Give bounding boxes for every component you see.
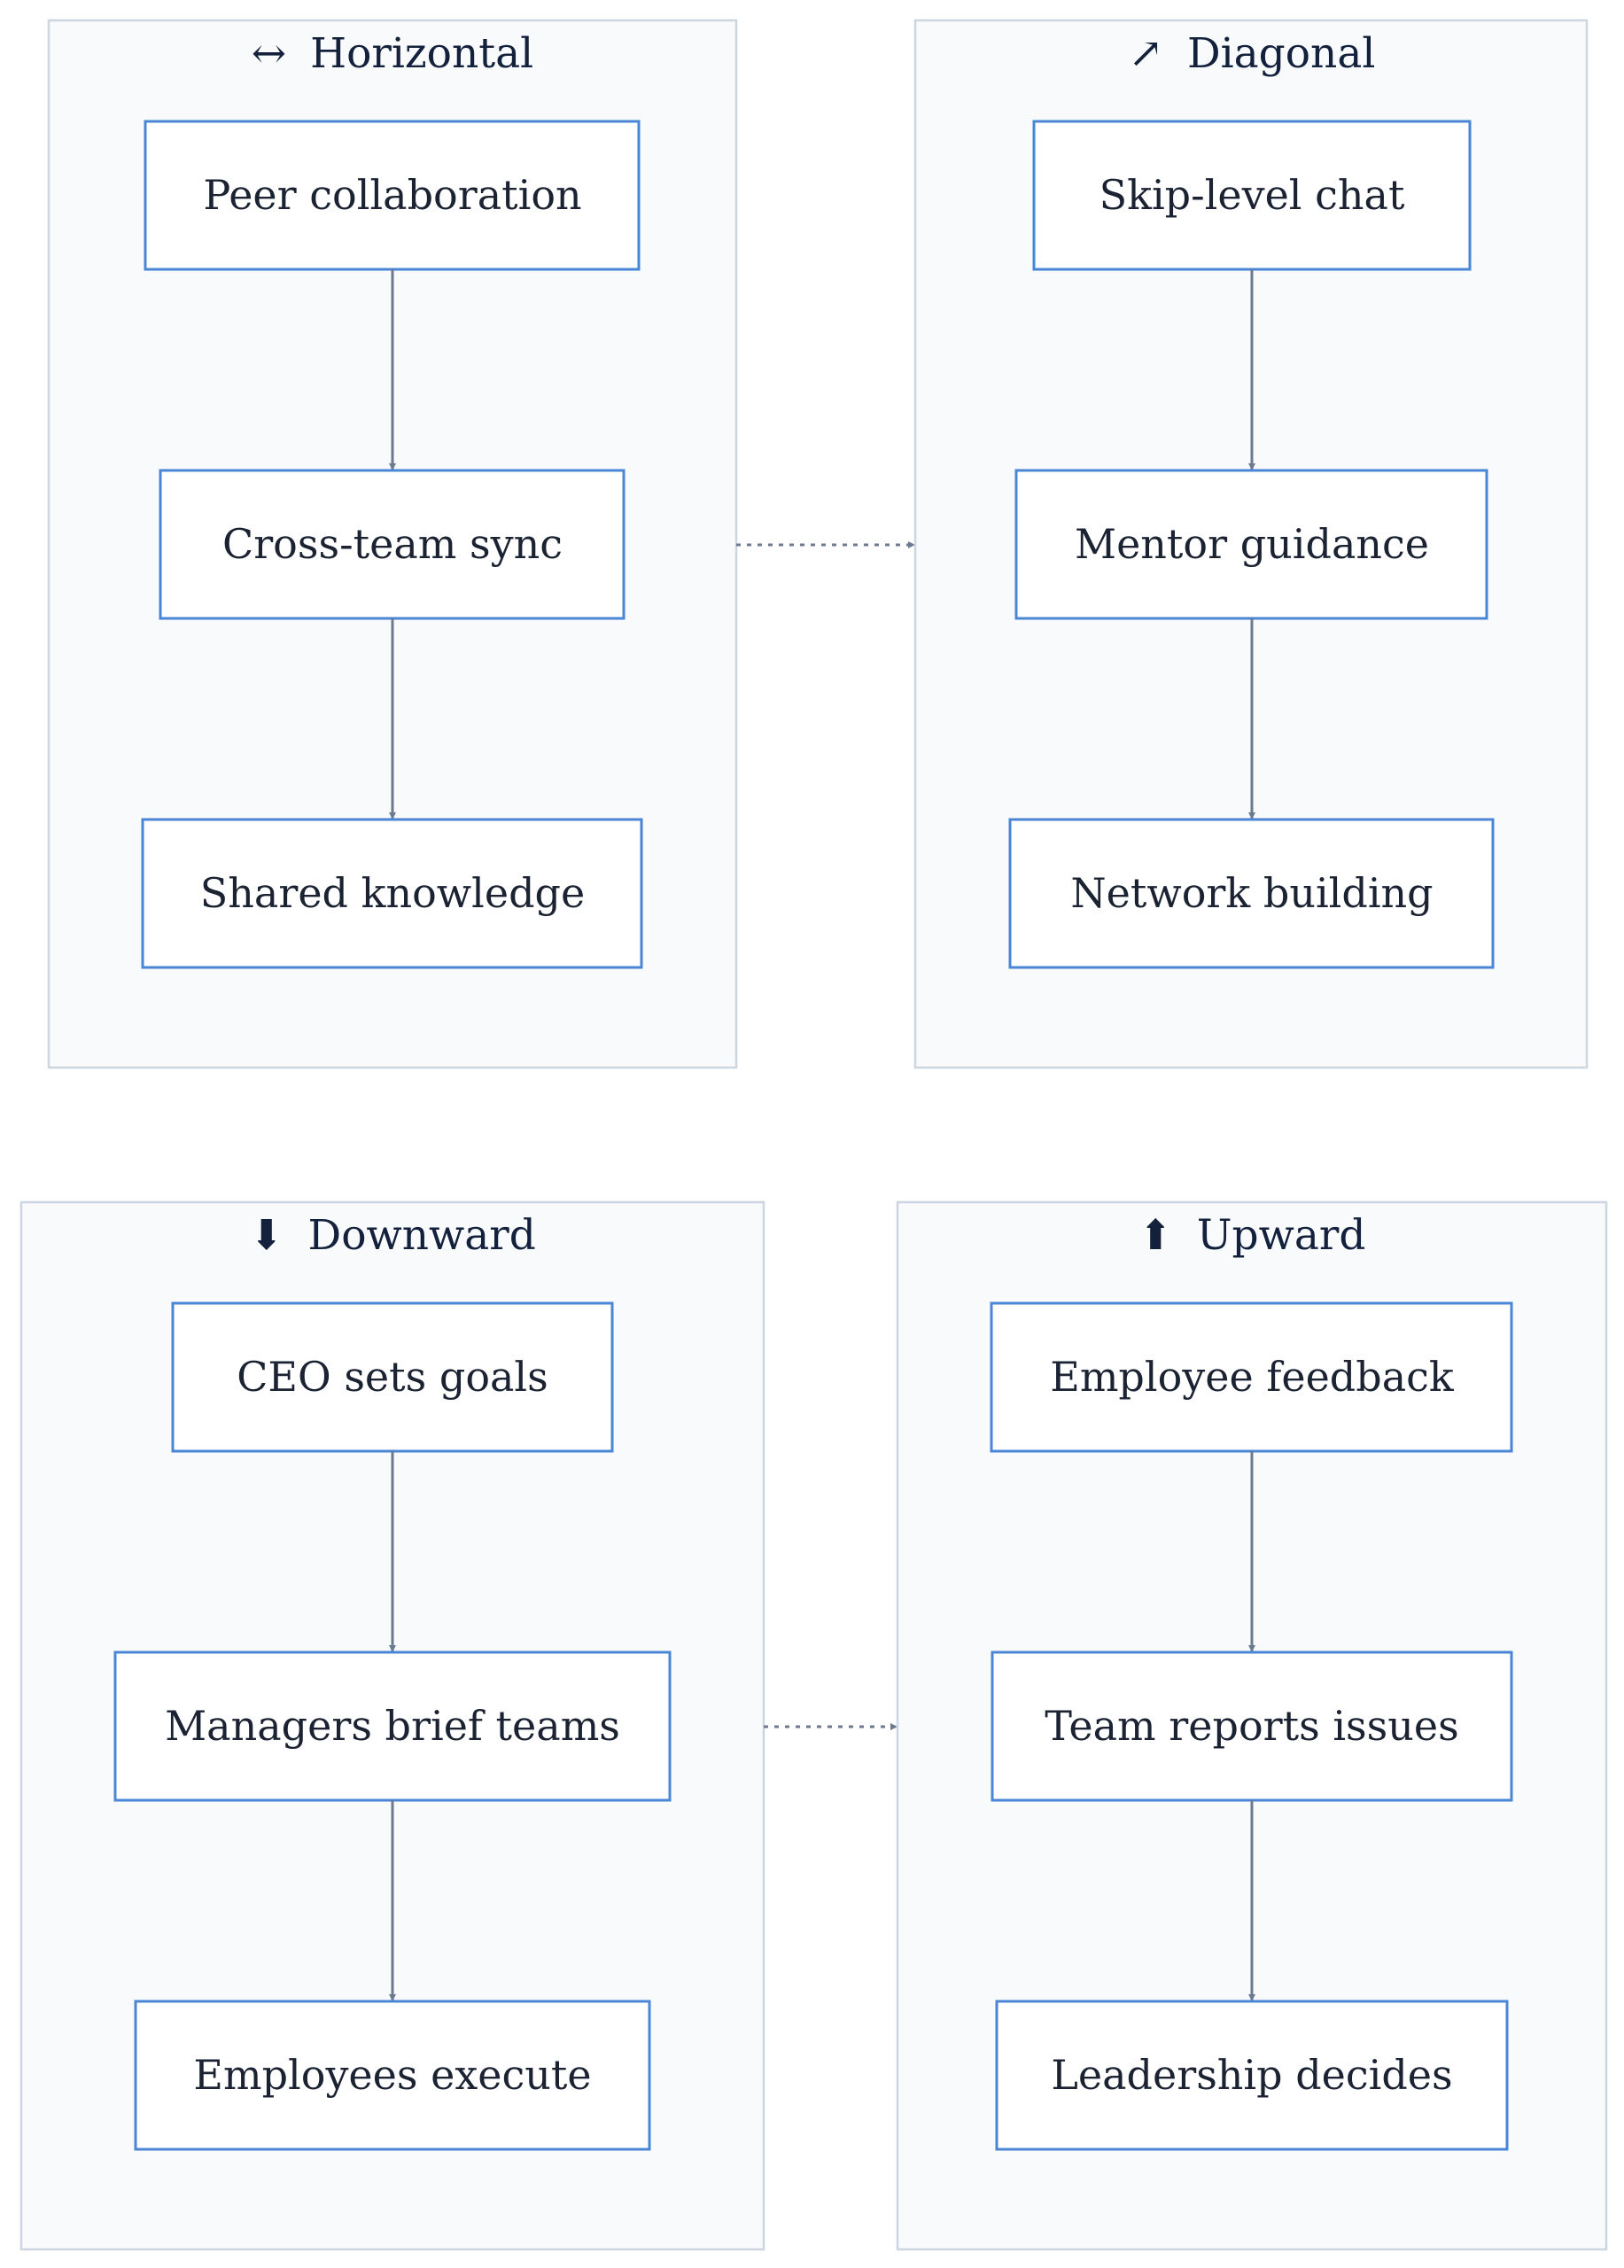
horizontal-arrows-icon: ↔ — [252, 29, 286, 78]
node-employees-execute[interactable] — [134, 2000, 651, 2151]
up-arrow-icon: ⬆ — [1138, 1211, 1173, 1260]
node-peer-collaboration[interactable] — [144, 120, 641, 271]
node-leadership-decides[interactable] — [995, 2000, 1509, 2151]
down-arrow-icon: ⬇ — [249, 1211, 284, 1260]
node-shared-knowledge-label: Shared knowledge — [200, 869, 585, 917]
node-peer-collaboration-label: Peer collaboration — [203, 171, 581, 219]
node-mentor-guidance[interactable] — [1014, 469, 1488, 620]
node-network-building[interactable] — [1008, 818, 1495, 969]
node-leadership-decides-label: Leadership decides — [1051, 2051, 1452, 2099]
node-skip-level-chat[interactable] — [1032, 120, 1472, 271]
node-mentor-guidance-label: Mentor guidance — [1075, 520, 1429, 568]
node-managers-brief-teams-label: Managers brief teams — [165, 1702, 620, 1750]
group-horizontal-title: ↔ Horizontal — [252, 29, 533, 78]
node-ceo-sets-goals[interactable] — [171, 1301, 614, 1453]
node-team-reports-issues[interactable] — [991, 1651, 1513, 1802]
node-employees-execute-label: Employees execute — [193, 2051, 591, 2099]
node-shared-knowledge[interactable] — [141, 818, 643, 969]
group-downward: ⬇ Downward CEO sets goals Managers brief… — [19, 1200, 765, 2251]
node-ceo-sets-goals-label: CEO sets goals — [237, 1353, 548, 1401]
node-employee-feedback-label: Employee feedback — [1050, 1353, 1455, 1401]
group-upward-title: ⬆ Upward — [1138, 1211, 1366, 1260]
group-diagonal-title: ↗ Diagonal — [1129, 29, 1376, 78]
node-managers-brief-teams[interactable] — [113, 1651, 672, 1802]
group-diagonal: ↗ Diagonal Skip-level chat Mentor guidan… — [913, 19, 1589, 1069]
node-cross-team-sync-label: Cross-team sync — [222, 520, 563, 568]
group-horizontal: ↔ Horizontal Peer collaboration Cross-te… — [47, 19, 738, 1069]
node-team-reports-issues-label: Team reports issues — [1045, 1702, 1458, 1750]
node-employee-feedback[interactable] — [990, 1301, 1513, 1453]
diagonal-arrow-icon: ↗ — [1129, 29, 1163, 78]
group-downward-title: ⬇ Downward — [249, 1211, 536, 1260]
group-upward: ⬆ Upward Employee feedback Team reports … — [896, 1200, 1608, 2251]
node-network-building-label: Network building — [1070, 869, 1433, 917]
node-skip-level-chat-label: Skip-level chat — [1100, 171, 1405, 219]
